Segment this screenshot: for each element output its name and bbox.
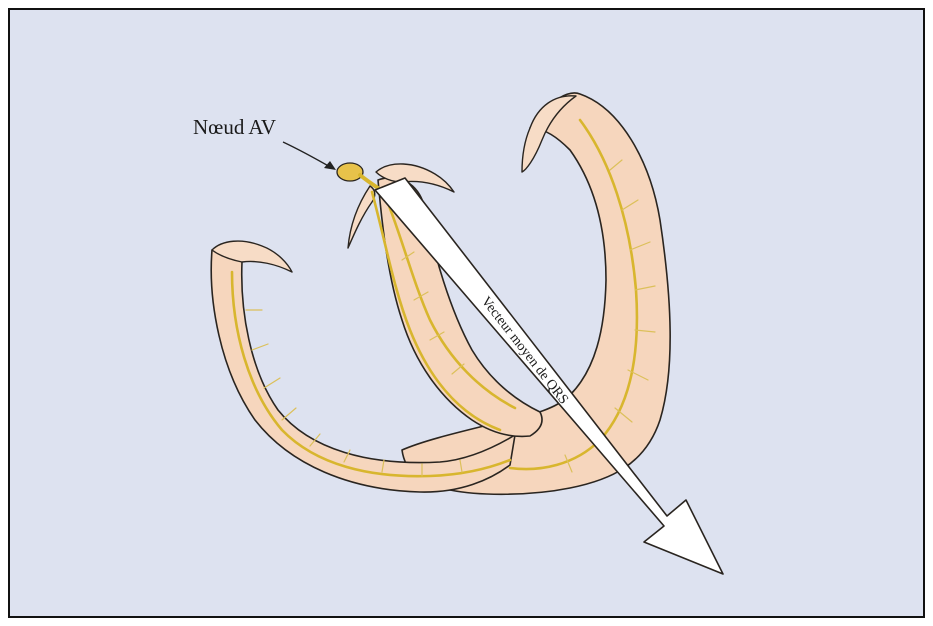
node-pointer-arrow <box>283 142 336 170</box>
his-bundle <box>360 175 378 188</box>
diagram-frame: Nœud AV Vecteur moyen de QRS <box>8 8 925 618</box>
tricuspid-cusp-left <box>348 186 375 248</box>
av-node <box>337 163 363 181</box>
node-label: Nœud AV <box>193 115 276 139</box>
heart-conduction-diagram: Nœud AV Vecteur moyen de QRS <box>10 10 923 616</box>
